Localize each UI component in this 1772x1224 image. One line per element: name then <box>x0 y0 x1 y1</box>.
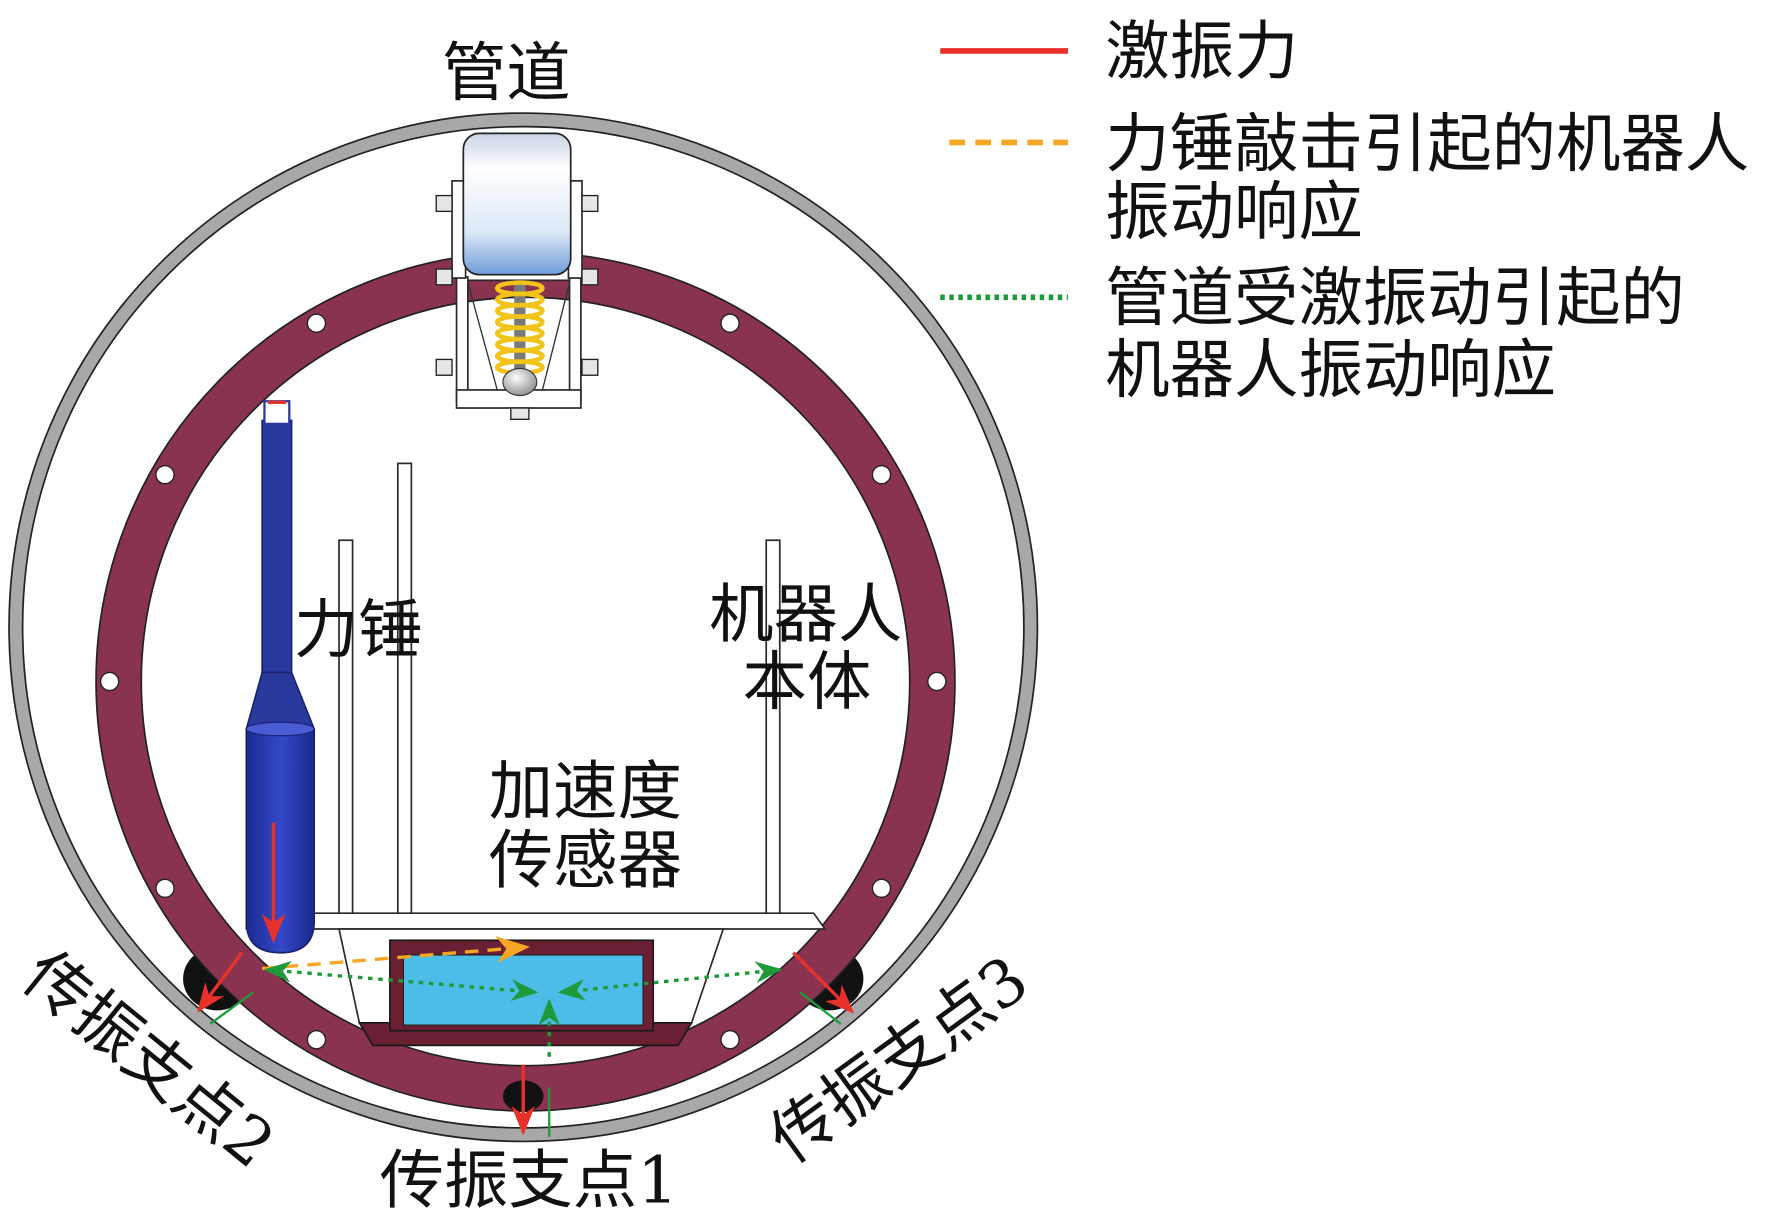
hammer-handle <box>261 419 293 675</box>
flange-hole <box>99 671 120 692</box>
bracket-left-brace <box>467 282 498 391</box>
bracket-right-brace <box>541 282 571 391</box>
robot-body-label-line2: 本体 <box>742 645 871 720</box>
hammer-label: 力锤 <box>294 593 423 668</box>
support-3-force-arrow <box>792 951 855 1014</box>
pipe-response-arrows <box>209 960 842 1137</box>
force-hammer <box>245 400 316 954</box>
hammer-head-rim <box>245 721 315 737</box>
flange-hole <box>720 1030 740 1050</box>
pipe-wall-outer-edge <box>8 112 1039 1143</box>
frame-post-2 <box>396 462 413 917</box>
legend-label-excitation-force: 激振力 <box>1105 15 1298 90</box>
flange-hole <box>720 313 740 333</box>
bracket-right-plate <box>568 276 582 403</box>
legend-label-hammer-response-line1: 力锤敲击引起的机器人 <box>1105 107 1749 182</box>
robot-body-label-line1: 机器人 <box>709 577 902 652</box>
robot-frame <box>245 462 827 1024</box>
accelerometer-label-line2: 传感器 <box>489 824 682 899</box>
legend-label-hammer-response-line2: 振动响应 <box>1105 175 1363 250</box>
spring-knob <box>502 367 538 397</box>
frame-base-plate <box>245 912 827 930</box>
bolt <box>435 194 453 213</box>
crawler-wheel-assembly <box>435 132 599 420</box>
flange-hole <box>871 878 892 899</box>
bolt <box>510 407 530 420</box>
support-2-normal-line <box>209 991 254 1025</box>
flange-hole <box>871 464 892 485</box>
flange-hole <box>306 1030 327 1050</box>
support-3-normal-line <box>799 991 842 1025</box>
support-2-response-arrow <box>264 960 539 1002</box>
bolt <box>435 358 453 376</box>
flange-hole <box>155 878 175 899</box>
bolt <box>581 194 599 213</box>
excitation-force-arrows <box>197 822 855 1136</box>
hammer-head <box>245 728 316 954</box>
suspension-spring <box>494 280 545 376</box>
support-2-force-arrow <box>197 951 244 1013</box>
bolt <box>581 358 599 376</box>
legend-label-pipe-response-line1: 管道受激振动引起的 <box>1105 261 1685 336</box>
hammer-neck <box>245 671 316 730</box>
flange-hole <box>306 313 327 333</box>
flange-hole <box>155 464 175 485</box>
support-point-1-label: 传振支点1 <box>380 1143 679 1218</box>
accelerometer-label-line1: 加速度 <box>489 755 682 830</box>
bolt <box>435 268 453 286</box>
drive-wheel <box>462 132 572 276</box>
bolt <box>581 268 599 286</box>
legend: 激振力 力锤敲击引起的机器人 振动响应 管道受激振动引起的 机器人振动响应 <box>940 15 1749 408</box>
legend-label-pipe-response-line2: 机器人振动响应 <box>1105 333 1556 408</box>
bracket-left-plate <box>455 276 469 403</box>
flange-hole <box>927 671 947 692</box>
support-3-response-arrow <box>557 961 783 1001</box>
pipe-label: 管道 <box>442 36 571 111</box>
hammer-cap <box>263 400 291 425</box>
